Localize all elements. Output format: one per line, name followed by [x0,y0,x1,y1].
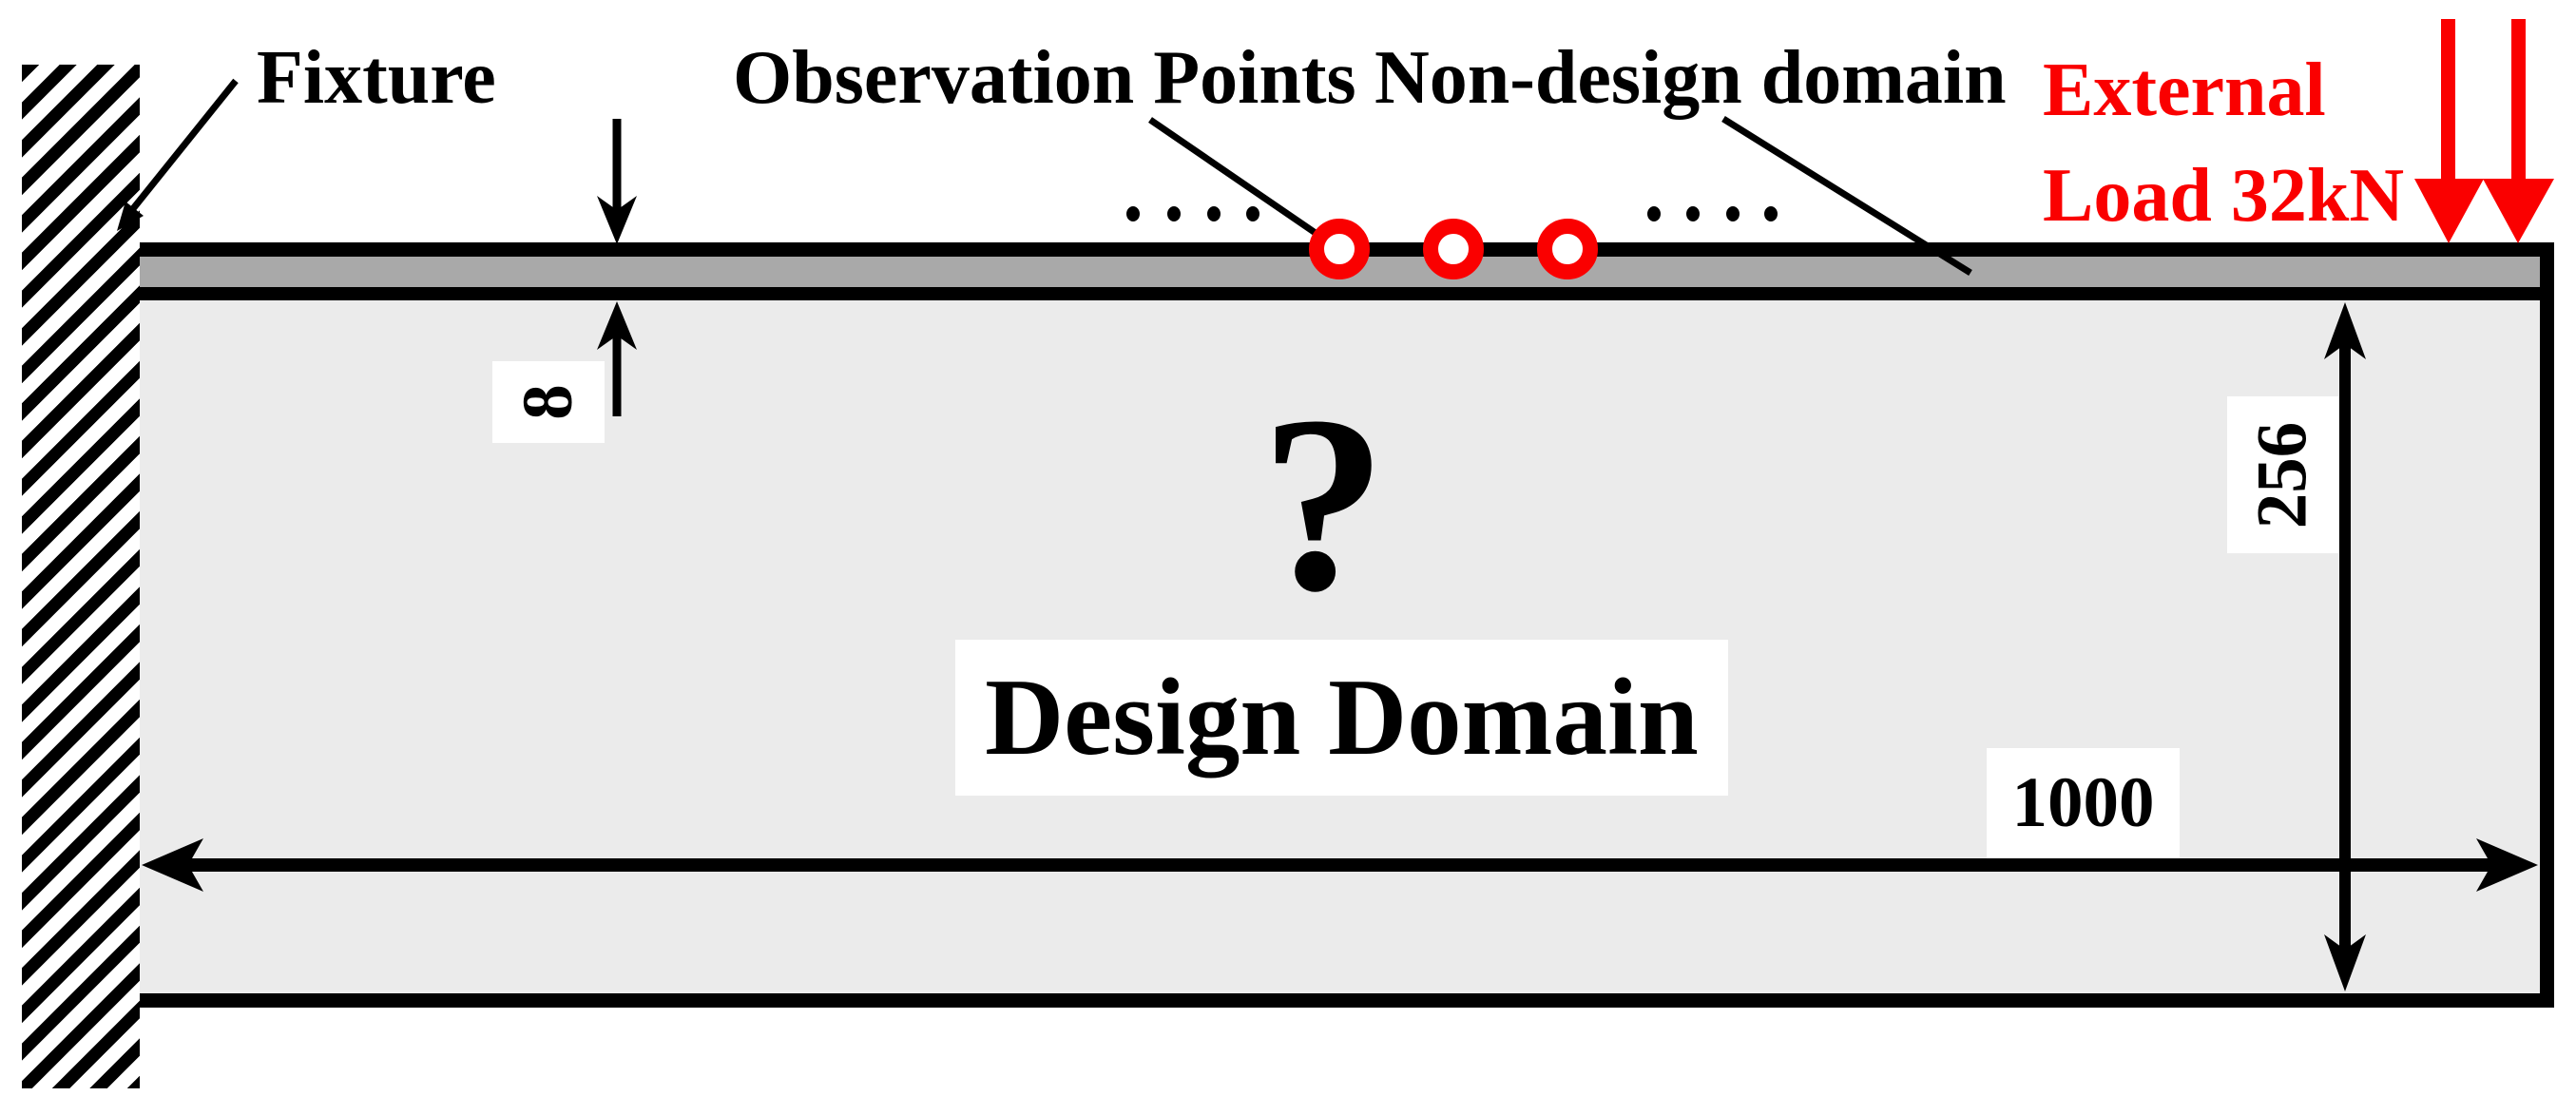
load-arrow-1-head [2414,179,2484,243]
height-value: 256 [2242,421,2322,529]
external-load-line1: External [2043,48,2326,132]
left-ellipsis-dot-1 [1126,206,1140,221]
external-load-line2: Load 32kN [2043,154,2405,238]
non-design-domain-strip [140,257,2540,287]
non-design-strip-bottom-edge [140,287,2554,300]
design-domain-label: Design Domain [955,640,1728,796]
strip-thickness-value: 8 [509,384,587,420]
strip-thickness-dimension-label: 8 [492,361,605,443]
left-ellipsis-dot-2 [1167,206,1181,221]
observation-points-label: Observation Points [733,36,1356,120]
fixture-hatch-pattern [22,65,140,1088]
domain-right-border [2540,242,2554,1008]
non-design-domain-label: Non-design domain [1375,36,2007,120]
left-ellipsis-dot-4 [1246,206,1259,221]
width-value: 1000 [2011,763,2155,842]
width-dimension-label: 1000 [1987,748,2180,858]
right-ellipsis-dot-2 [1686,206,1700,221]
dim-8-upper-arrowhead [597,196,637,244]
right-ellipsis-dot-4 [1764,206,1778,221]
right-ellipsis-dot-1 [1647,206,1661,221]
load-arrow-2-shaft [2511,19,2526,185]
domain-bottom-border [140,993,2554,1008]
load-arrow-1-shaft [2441,19,2455,185]
fixture-leader-line [121,78,239,223]
fixture-label: Fixture [257,36,496,120]
load-arrow-2-head [2483,179,2554,243]
observation-points-leader-line [1148,117,1327,242]
right-ellipsis-dot-3 [1726,206,1740,221]
unknown-structure-question-mark: ? [1260,365,1387,644]
external-load-label: External Load 32kN [2043,38,2404,249]
height-dimension-label: 256 [2227,396,2338,553]
left-ellipsis-dot-3 [1207,206,1221,221]
